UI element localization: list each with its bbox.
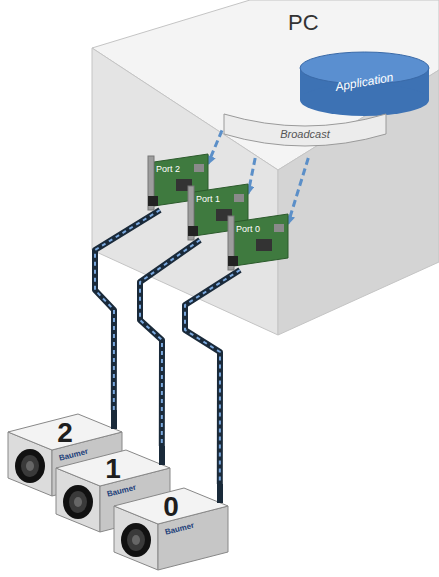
cable-plug [111,410,117,429]
port-label: Port 0 [236,224,260,234]
network-card: Port 0 [228,212,288,270]
port-label-holder: Port 2 [156,164,180,174]
cable-stripe [95,210,160,410]
application-cylinder: Application [298,50,431,118]
cable-jacket [140,240,200,446]
network-socket [228,256,238,266]
camera-number-holder: 1 [93,453,133,485]
camera-top [114,488,228,524]
broadcast-arrow [208,130,222,163]
broadcast-label: Broadcast [222,128,388,141]
chip [256,239,272,251]
camera-top [56,450,170,486]
component [274,224,284,232]
pc-side-face [278,70,439,335]
network-socket [148,196,158,206]
camera-lens [121,523,151,557]
port-label-holder: Port 1 [196,194,220,204]
lens-center [26,461,34,471]
component [234,194,244,202]
network-card-outline [228,212,288,270]
lens-center [74,497,82,507]
broadcast-label-holder: Broadcast [222,128,388,141]
camera-top [8,414,122,450]
pc-front-face [92,48,278,335]
pc-label-holder: PC [288,10,319,35]
cable-stripe [185,270,240,484]
camera-lens [15,449,45,483]
network-socket [188,226,198,236]
port-label: Port 2 [156,164,180,174]
pc-box: PC ApplicationBroadcastPort 2 Port 1 Port 0 [92,0,439,335]
ethernet-cable [185,270,240,484]
component [194,164,204,172]
pc-label: PC [288,10,319,35]
port-label: Port 1 [196,194,220,204]
brand-label-holder: Baumer [164,528,194,537]
arrow-line [288,158,308,224]
arrow-line [248,158,255,194]
port-label-holder: Port 0 [236,224,260,234]
cable-plug [159,446,165,465]
application-label-holder: Application [298,76,431,90]
camera-number-holder: 2 [45,417,85,449]
cable-stripe [140,240,200,446]
ethernet-cable [95,210,160,410]
camera-number: 2 [45,417,85,449]
camera-number: 1 [93,453,133,485]
circuit-board [234,214,288,266]
brand-label-holder: Baumer [106,490,136,499]
broadcast-arrow [248,158,255,194]
lens-center [132,535,140,545]
camera-number-holder: 0 [151,491,191,523]
cable-plug [217,484,223,503]
camera: 0Baumer [110,484,232,572]
camera-number: 0 [151,491,191,523]
broadcast-band: Broadcast [222,112,388,158]
camera-lens [63,485,93,519]
lens-glass [127,529,145,551]
cable-jacket [185,270,240,484]
cable-jacket [95,210,160,410]
lens-glass [21,455,39,477]
broadcast-arrow [288,158,308,224]
lens-glass [69,491,87,513]
ethernet-cable [140,240,200,446]
arrow-line [208,130,222,163]
